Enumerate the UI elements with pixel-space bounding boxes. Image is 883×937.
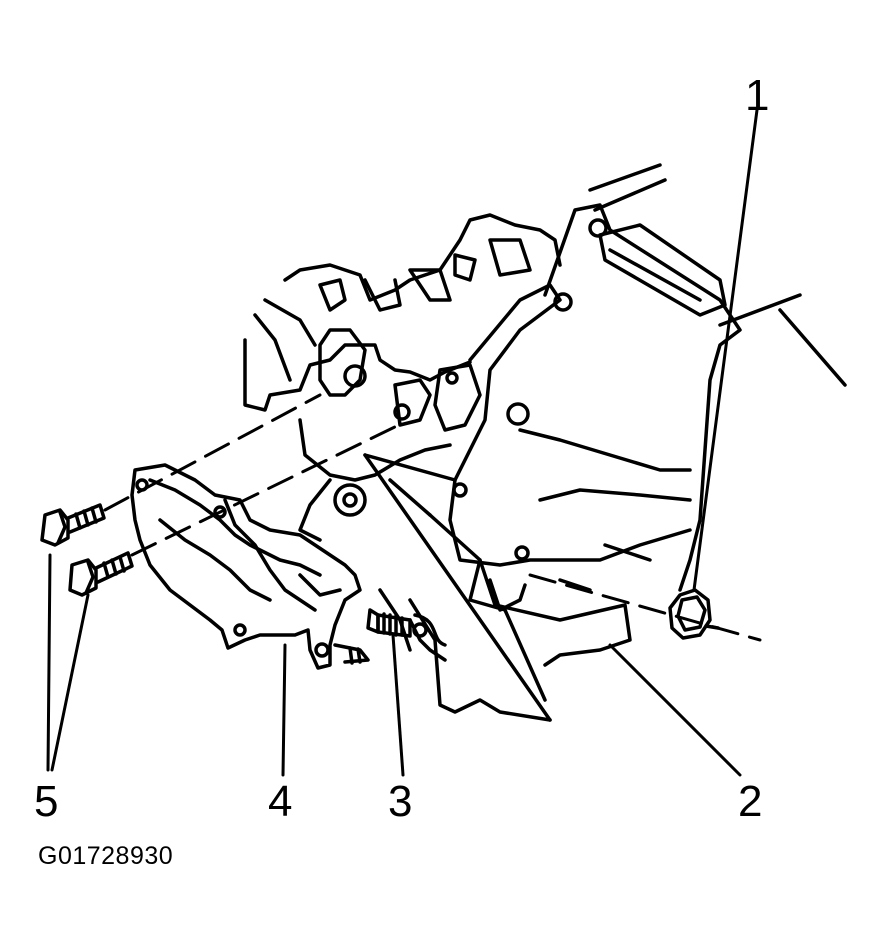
callout-3: 3 (388, 777, 413, 826)
callout-2: 2 (738, 777, 763, 826)
mount-insulator (408, 613, 447, 662)
engine-block (243, 213, 562, 542)
callout-5: 5 (34, 777, 59, 826)
callout-4: 4 (268, 777, 293, 826)
transmission-housing (448, 163, 847, 667)
mount-nut (668, 588, 720, 640)
stud-bolt (366, 608, 428, 638)
bolt-upper (40, 503, 106, 547)
bolt-lower (68, 551, 134, 597)
callout-1: 1 (745, 71, 770, 120)
figure-id: G01728930 (38, 842, 174, 870)
alignment-lines (103, 393, 762, 642)
mount-bracket (130, 463, 370, 670)
leader-lines (46, 108, 759, 777)
